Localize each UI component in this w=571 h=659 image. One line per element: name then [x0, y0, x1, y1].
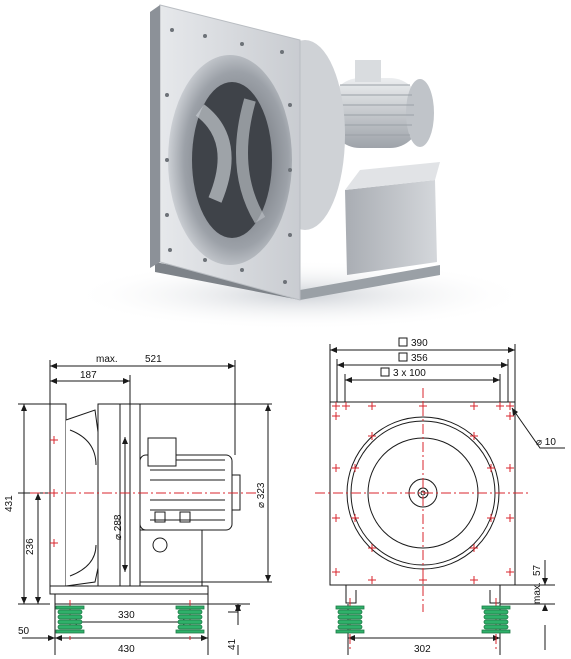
square-outer-dim: 390 — [411, 338, 428, 349]
square-symbol — [398, 352, 408, 362]
foot-height-dim: 57 — [532, 564, 543, 576]
base-offset-dim: 50 — [18, 626, 30, 637]
inlet-depth-dim: 187 — [80, 370, 97, 381]
hole-pattern-dim: 3 x 100 — [393, 368, 426, 379]
fan-product-photo — [70, 4, 530, 330]
outlet-diameter-dim: ⌀ 323 — [256, 482, 267, 508]
isolator-height-dim: 41 — [227, 638, 238, 650]
isolator-front-left — [335, 605, 365, 634]
bolt-hole-marks — [50, 402, 514, 584]
isolator-side-left — [55, 605, 85, 634]
square-symbol — [380, 367, 390, 377]
square-mid-dim: 356 — [411, 353, 428, 364]
square-symbol — [398, 337, 408, 347]
mount-spacing-dim: 330 — [118, 610, 135, 621]
total-height-dim: 431 — [4, 495, 15, 512]
front-view — [329, 344, 565, 655]
front-max-label: max. — [532, 582, 543, 604]
vibration-isolators — [55, 605, 511, 634]
impeller-diameter-dim: ⌀ 288 — [113, 514, 124, 540]
isolator-side-right — [175, 605, 205, 634]
hole-diameter-dim: ⌀ 10 — [536, 437, 556, 448]
isolator-front-right — [481, 605, 511, 634]
side-view — [18, 360, 272, 655]
overall-length-dim: 521 — [145, 354, 162, 365]
foot-spacing-dim: 302 — [414, 644, 431, 655]
side-max-label: max. — [96, 354, 118, 365]
base-length-dim: 430 — [118, 644, 135, 655]
shaft-height-dim: 236 — [25, 538, 36, 555]
